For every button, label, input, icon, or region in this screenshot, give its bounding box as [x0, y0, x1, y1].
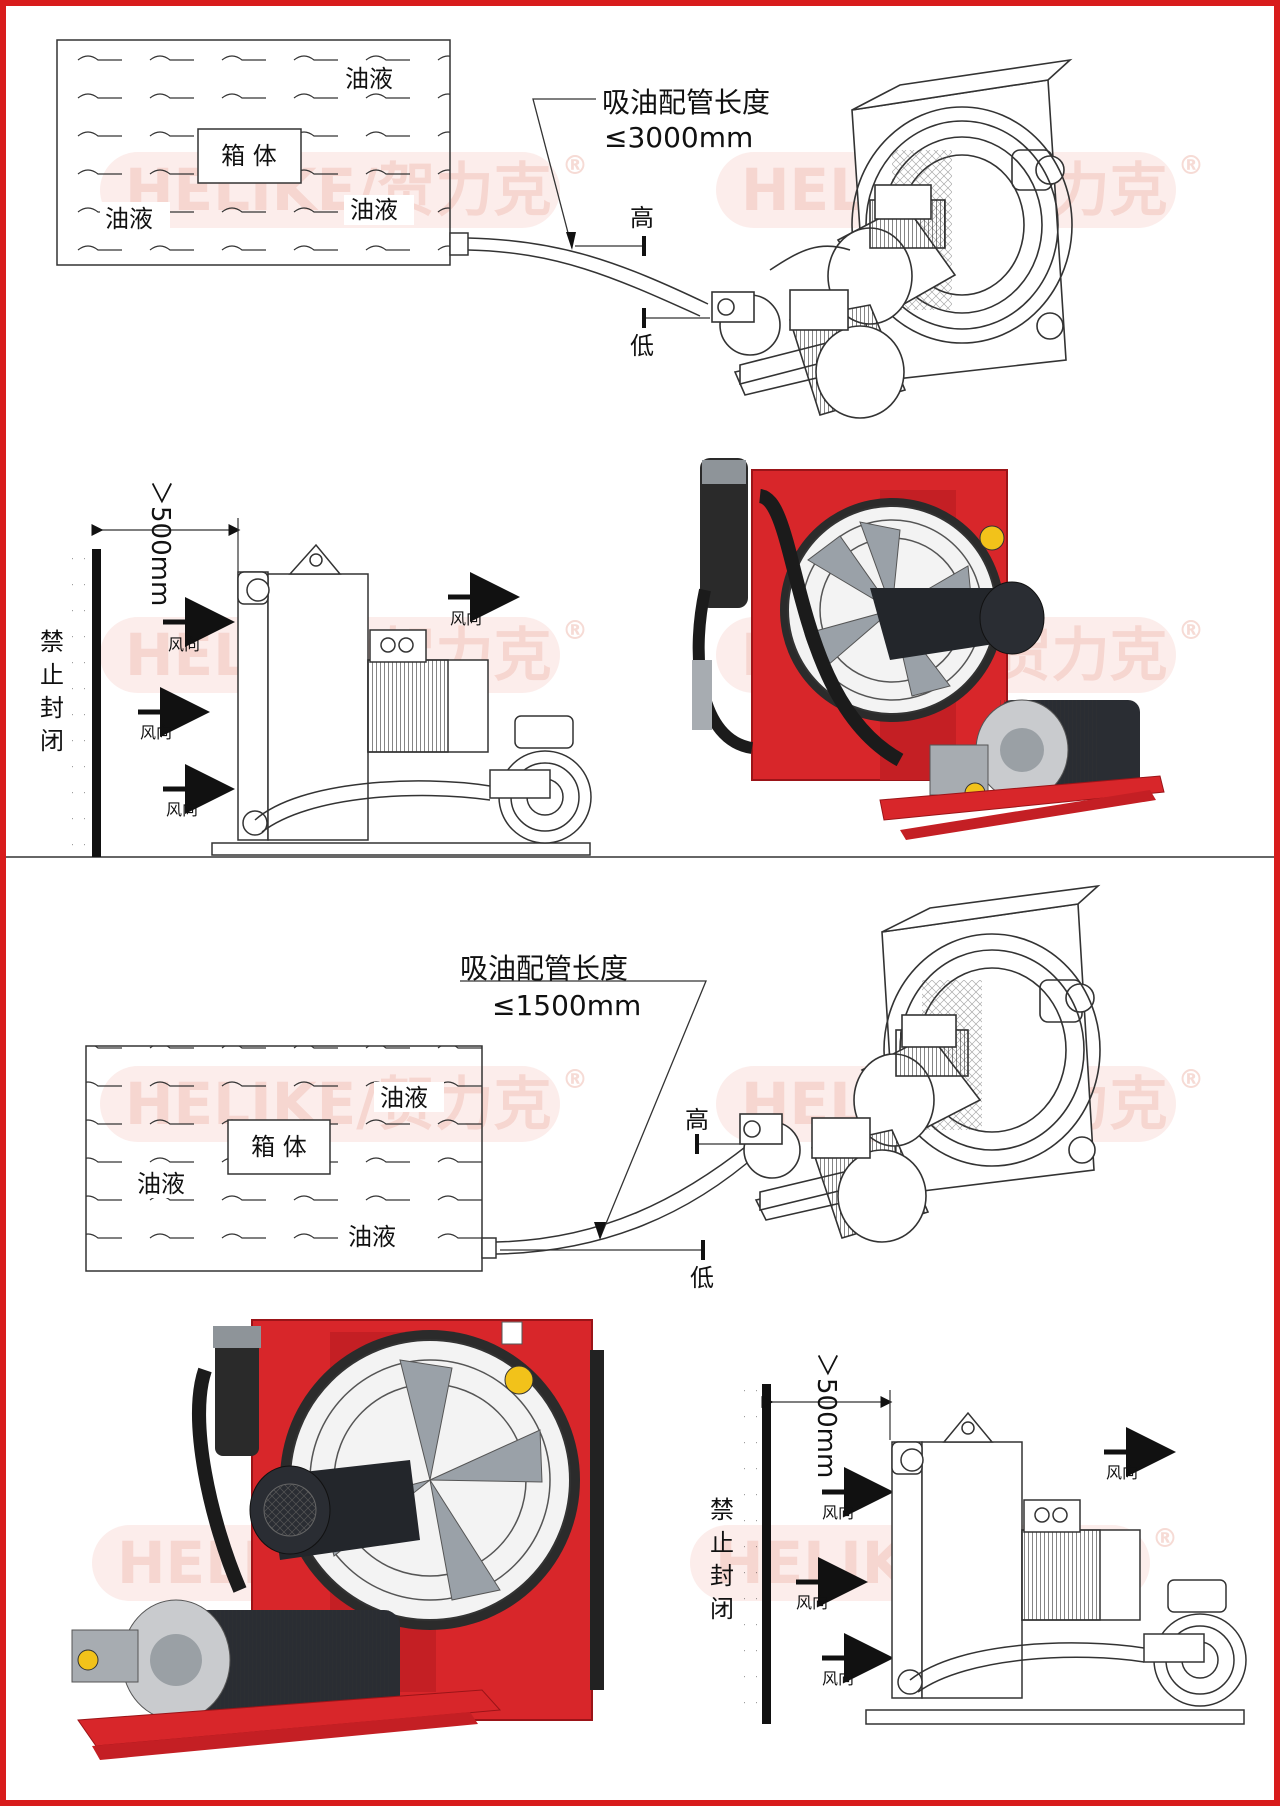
top-clearance-diagram: 禁 止 封 闭 ＞500mm 风向 风向 风向 风向 — [40, 480, 592, 857]
wall-label-char: 封 — [40, 694, 64, 722]
oil-label: 油液 — [348, 1223, 396, 1251]
watermark-reg: ® — [1178, 1065, 1204, 1095]
top-tank-diagram: 箱 体 油液 油液 油液 吸油配管长度 ≤3000mm 高 低 — [56, 39, 770, 360]
wall — [92, 549, 101, 857]
wind-label: 风向 — [168, 635, 200, 654]
high-label: 高 — [685, 1106, 709, 1134]
low-label: 低 — [630, 332, 654, 360]
low-label: 低 — [690, 1264, 714, 1292]
wind-label: 风向 — [822, 1503, 854, 1522]
isometric-cooler-drawing — [739, 884, 1101, 1243]
wind-label: 风向 — [166, 800, 198, 819]
bottom-clearance-diagram: 禁 止 封 闭 ＞500mm 风向 风向 风向 风向 — [710, 1352, 1247, 1725]
wind-label: 风向 — [796, 1593, 828, 1612]
watermark-reg: ® — [1178, 151, 1204, 181]
pipe-length-limit: ≤1500mm — [492, 989, 641, 1022]
wall — [762, 1384, 771, 1724]
high-label: 高 — [630, 204, 654, 232]
tank-outlet — [449, 232, 469, 256]
pipe-leader-line — [532, 98, 596, 249]
wall-label-char: 止 — [710, 1529, 734, 1557]
watermark-reg: ® — [562, 151, 588, 181]
bottom-tank-diagram: 箱 体 油液 油液 油液 吸油配管长度 ≤1500mm 高 低 — [85, 952, 761, 1292]
watermark-reg: ® — [1152, 1524, 1178, 1554]
oil-label: 油液 — [137, 1170, 185, 1198]
pipe-length-title: 吸油配管长度 — [460, 952, 628, 985]
pipe-length-title: 吸油配管长度 — [602, 86, 770, 119]
oil-label: 油液 — [380, 1084, 428, 1112]
wall-label-char: 封 — [710, 1562, 734, 1590]
clearance-distance: ＞500mm — [811, 1352, 841, 1478]
red-cooler-top — [692, 458, 1165, 840]
wall-label-char: 禁 — [710, 1496, 734, 1524]
wind-label: 风向 — [1106, 1463, 1138, 1482]
oil-label: 油液 — [105, 205, 153, 233]
wall-label-char: 止 — [40, 661, 64, 689]
tank-label-box — [227, 1119, 331, 1175]
tank-label: 箱 体 — [251, 1133, 307, 1161]
tank-label-box — [197, 128, 302, 184]
wind-label: 风向 — [822, 1669, 854, 1688]
wall-label-char: 禁 — [40, 628, 64, 656]
watermark-reg: ® — [562, 616, 588, 646]
pipe-length-limit: ≤3000mm — [604, 121, 753, 154]
wall-label-char: 闭 — [40, 727, 64, 755]
wind-label: 风向 — [140, 723, 172, 742]
watermark-reg: ® — [1178, 616, 1204, 646]
wind-label: 风向 — [450, 609, 482, 628]
watermark-reg: ® — [562, 1065, 588, 1095]
pipe-leader-line — [460, 980, 707, 1239]
tank-label: 箱 体 — [221, 142, 277, 170]
suction-pipe — [495, 1139, 755, 1243]
wall-label-char: 闭 — [710, 1595, 734, 1623]
tank-outlet — [481, 1237, 497, 1259]
suction-pipe — [467, 237, 709, 305]
clearance-distance: ＞500mm — [145, 480, 175, 606]
red-cooler-bottom — [71, 1319, 604, 1760]
oil-label: 油液 — [345, 65, 393, 93]
oil-label: 油液 — [350, 196, 398, 224]
isometric-cooler-drawing — [711, 58, 1073, 419]
